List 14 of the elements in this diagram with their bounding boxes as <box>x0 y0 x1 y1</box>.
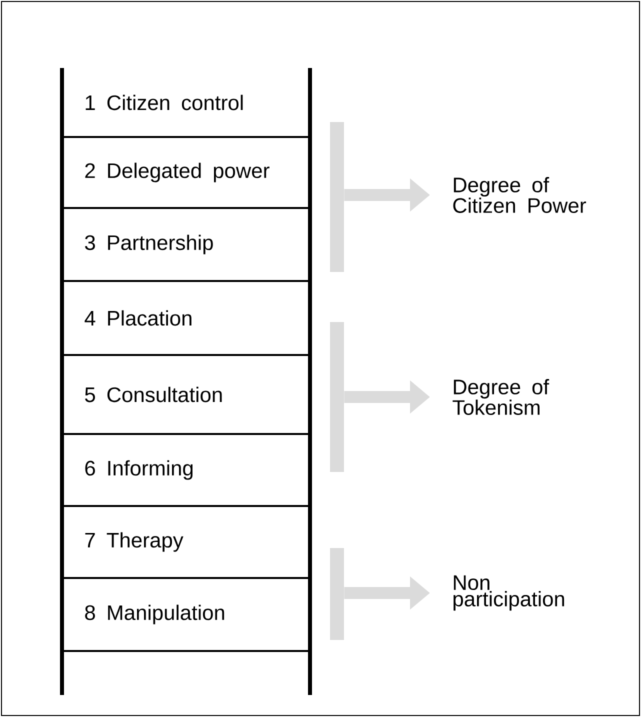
rung-label: 5 Consultation <box>85 386 222 402</box>
bracket <box>330 548 344 640</box>
group-label: Non participation <box>454 575 564 611</box>
rung-label: 2 Delegated power <box>85 162 270 182</box>
rung-label: 3 Partnership <box>85 234 213 254</box>
rung-label: 7 Therapy <box>85 532 184 552</box>
bracket <box>330 322 344 472</box>
bracket <box>330 122 344 272</box>
rung-label: 6 Informing <box>85 460 193 480</box>
rung-label: 1 Citizen control <box>86 94 243 110</box>
rung-label: 4 Placation <box>84 310 192 326</box>
rung-label: 8 Manipulation <box>85 604 224 624</box>
group-label: Degree of Tokenism <box>452 379 550 415</box>
group-label: Degree of Citizen Power <box>453 177 586 213</box>
